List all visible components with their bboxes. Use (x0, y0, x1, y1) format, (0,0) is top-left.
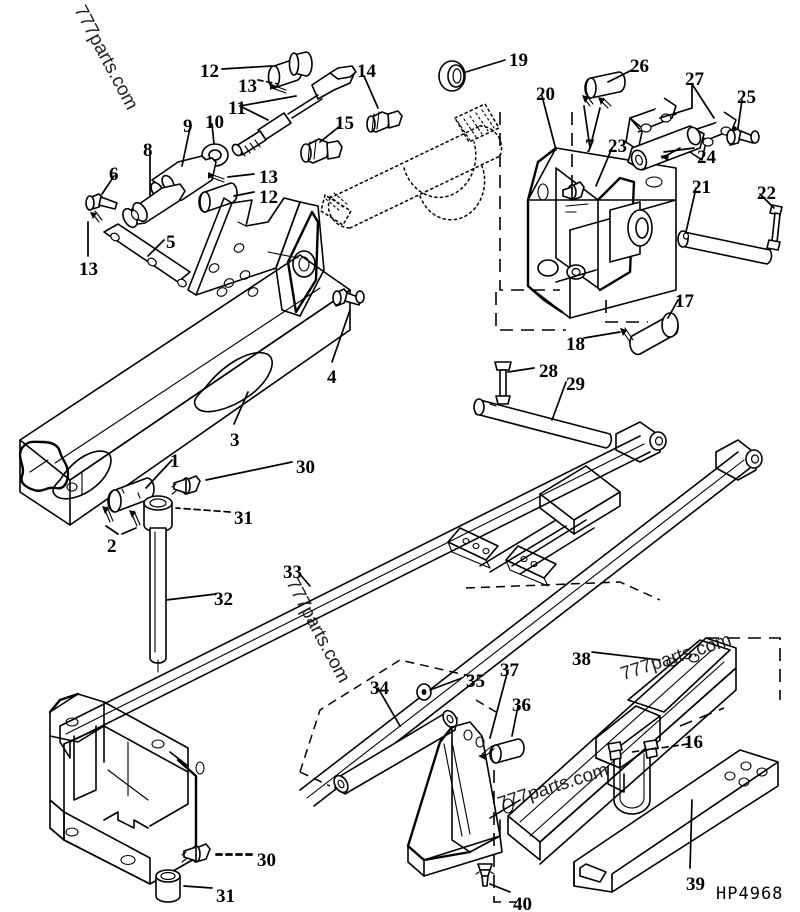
part-24-link (627, 125, 705, 171)
callout-31-a: 31 (234, 508, 253, 529)
part-6-bolt (85, 193, 118, 211)
callout-35: 35 (466, 671, 485, 692)
part-7-cotters (582, 95, 612, 109)
callout-31-b: 31 (216, 886, 235, 907)
part-22-fastener (766, 204, 783, 251)
part-11-rod-end (231, 65, 357, 157)
part-19-bushing (438, 60, 466, 92)
group-upper-left-linkage (85, 51, 357, 288)
cylinder-end-cap (320, 192, 353, 227)
callout-24: 24 (697, 147, 716, 168)
callout-19: 19 (509, 50, 528, 71)
callout-5: 5 (166, 232, 176, 253)
callout-12-a: 12 (200, 61, 219, 82)
group-hydraulic-cylinder (300, 60, 503, 229)
callout-32: 32 (214, 589, 233, 610)
part-2-cotters (102, 506, 141, 535)
part-14-fitting (366, 110, 403, 133)
callout-11: 11 (228, 98, 246, 119)
callout-22: 22 (757, 183, 776, 204)
part-27-plate-a (625, 97, 677, 151)
callout-15: 15 (335, 113, 354, 134)
part-5-flat-link (103, 223, 191, 288)
part-12-pin-top (267, 51, 313, 89)
part-23-bolt (562, 181, 589, 213)
part-20-housing (526, 146, 677, 319)
part-12-pin-lower (198, 182, 238, 213)
housing-bush-seat (609, 201, 653, 263)
callout-33: 33 (283, 562, 302, 583)
housing-phantom-lines (495, 112, 648, 331)
callout-37: 37 (500, 660, 519, 681)
callout-13-b: 13 (259, 167, 278, 188)
part-13-cotter-top (270, 83, 287, 94)
part-13-cotter-left (90, 210, 103, 223)
callout-34: 34 (370, 678, 389, 699)
part-30-bolt-lower (181, 843, 253, 863)
callout-7: 7 (585, 136, 595, 157)
boom-mount-bracket (187, 197, 325, 317)
callout-16: 16 (684, 732, 703, 753)
callout-13-a: 13 (238, 76, 257, 97)
part-18-cotter (620, 327, 634, 343)
callout-9: 9 (183, 116, 193, 137)
part-36-pin (489, 738, 525, 764)
callout-6: 6 (109, 164, 119, 185)
part-29-rod (473, 398, 613, 449)
figure-number: HP4968 (716, 884, 784, 904)
callout-36: 36 (512, 695, 531, 716)
part-40-grease-fitting (475, 863, 495, 887)
callout-23: 23 (608, 136, 627, 157)
callout-38: 38 (572, 649, 591, 670)
callout-30-b: 30 (257, 850, 276, 871)
group-pin-and-tube (102, 475, 201, 673)
callout-4: 4 (327, 367, 337, 388)
callout-10: 10 (205, 112, 224, 133)
callout-13-c: 13 (79, 259, 98, 280)
callout-12-b: 12 (259, 187, 278, 208)
callout-26: 26 (630, 56, 649, 77)
callout-14: 14 (357, 61, 376, 82)
callout-21: 21 (692, 177, 711, 198)
leader-lines (87, 59, 775, 893)
part-34-link (333, 709, 458, 795)
part-13-cotter-mid (208, 172, 225, 183)
cylinder-gland (453, 103, 501, 143)
part-4-bolt (332, 288, 365, 307)
part-15-fitting (300, 138, 343, 164)
part-31-collar-lower (155, 869, 181, 903)
callout-27: 27 (685, 69, 704, 90)
cylinder-barrel-phantom (320, 103, 503, 229)
callout-25: 25 (737, 87, 756, 108)
callout-40: 40 (513, 894, 532, 912)
part-17-pin (629, 312, 679, 356)
part-35-washer (416, 683, 432, 701)
part-30-bolt-upper (171, 475, 201, 495)
callout-1: 1 (170, 451, 180, 472)
part-39-tube (493, 637, 781, 903)
callout-8: 8 (143, 140, 153, 161)
group-lower-links (299, 659, 525, 887)
lower-left-mount-bracket (48, 692, 205, 885)
callout-29: 29 (566, 374, 585, 395)
part-21-pin (677, 230, 773, 265)
callout-17: 17 (675, 291, 694, 312)
group-28-29 (473, 361, 613, 449)
part-32-rod (149, 527, 167, 673)
lower-triangle-bracket (406, 721, 521, 877)
part-28-bolt (494, 361, 512, 405)
callout-3: 3 (230, 430, 240, 451)
part-8-link-arm (122, 183, 186, 229)
part-31-collar-upper (143, 495, 173, 533)
callout-28: 28 (539, 361, 558, 382)
part-25-bolt (726, 128, 760, 146)
callout-30-a: 30 (296, 457, 315, 478)
part-38-beam (507, 637, 737, 865)
part-33-subframe (59, 421, 763, 807)
callout-20: 20 (536, 84, 555, 105)
callout-2: 2 (107, 536, 117, 557)
callout-18: 18 (566, 334, 585, 355)
callout-39: 39 (686, 874, 705, 895)
